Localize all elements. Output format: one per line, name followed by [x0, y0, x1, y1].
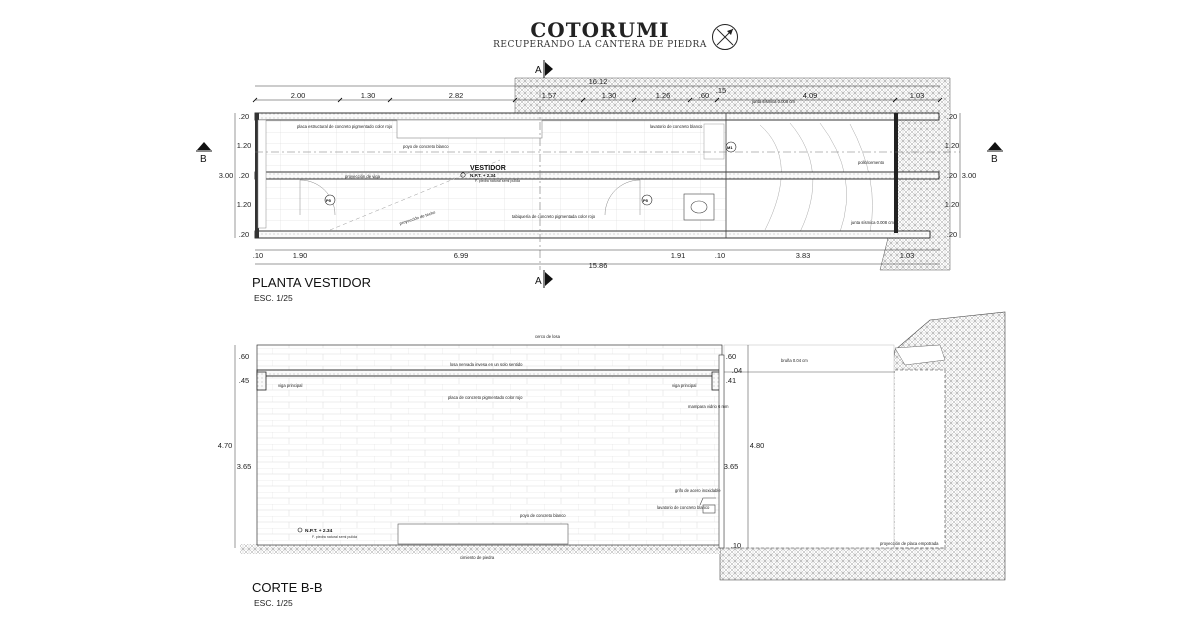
dim-bottom-4: .10	[715, 251, 725, 260]
section-note-1: cerco de losa	[535, 334, 561, 339]
section-note-8: grifo de acero inoxidable	[675, 488, 721, 493]
dim-left-4: .20	[239, 230, 249, 239]
plan-note-7: junta sísmica 0.008 cm	[751, 99, 795, 104]
dim-tick	[687, 97, 693, 103]
dim-tick	[580, 97, 586, 103]
sec-dim-left-2: 3.65	[237, 462, 252, 471]
door-tag-3: M1	[727, 145, 733, 150]
section-mark-b-left: B	[200, 154, 207, 165]
project-subtitle: RECUPERANDO LA CANTERA DE PIEDRA	[493, 40, 707, 50]
plan-note-6: lavatorio de concreto blanco	[650, 124, 703, 129]
door-tag-2: P5	[643, 198, 649, 203]
section-note-9: lavatorio de concreto blanco	[657, 505, 710, 510]
room-floor-note: F. piedra natural semi pulida	[475, 179, 520, 183]
dim-top-0: 2.00	[291, 91, 306, 100]
dim-right-total: 3.00	[962, 171, 977, 180]
dim-left-0: .20	[239, 112, 249, 121]
plan-note-3: proyección de viga	[345, 174, 381, 179]
plan-note-8: junta sísmica 0.008 cm	[850, 220, 894, 225]
dim-left-3: 1.20	[237, 200, 252, 209]
dim-top-5: 1.26	[656, 91, 671, 100]
dim-bottom-6: 1.03	[900, 251, 915, 260]
section-note-7: bruña 0.04 cm	[781, 358, 808, 363]
section-level: N.P.T. + 2.34	[305, 528, 333, 534]
dim-right-3: 1.20	[945, 200, 960, 209]
sec-dim-left-0: .60	[239, 352, 249, 361]
dim-top-3: 1.57	[542, 91, 557, 100]
dim-tick	[252, 97, 258, 103]
dim-right-2: .20	[947, 171, 957, 180]
dim-tick	[631, 97, 637, 103]
dim-top-1: 1.30	[361, 91, 376, 100]
dim-bottom-3: 1.91	[671, 251, 686, 260]
dim-right-4: .20	[947, 230, 957, 239]
dim-top-4: 1.30	[602, 91, 617, 100]
sec-dim-left-total: 4.70	[218, 441, 233, 450]
room-level: N.P.T. + 2.34	[470, 173, 496, 178]
dim-bottom-total: 15.86	[589, 261, 608, 270]
section-note-2: losa nervada invesa en un solo sentido	[450, 362, 523, 367]
dim-bottom-0: .10	[253, 251, 263, 260]
section-floor-note: F. piedra natural semi pulida	[312, 535, 357, 539]
dim-right-0: .20	[947, 112, 957, 121]
section-drawing: .60 .45 3.65 4.70 .60 .04.41 3.65 .10 4.80 N.P.T…	[218, 311, 1006, 581]
north-arrow-icon	[712, 24, 738, 50]
plan-note-9: pollo/cemento	[858, 160, 885, 165]
section-mark-b-right: B	[991, 154, 998, 165]
plan-note-1: placa estructural de concreto pigmentado…	[297, 124, 393, 129]
dim-top-total: 16.12	[589, 77, 608, 86]
dim-tick	[714, 97, 720, 103]
sec-dim-right-total: 4.80	[750, 441, 765, 450]
section-mark-a-top: A	[535, 65, 542, 76]
door-tag-1: P5	[326, 198, 332, 203]
section-note-3: viga principal	[278, 383, 303, 388]
dim-tick	[937, 97, 943, 103]
dim-tick	[387, 97, 393, 103]
dim-top-2: 2.82	[449, 91, 464, 100]
sec-dim-right-0: .60	[726, 352, 736, 361]
dim-top-6: .60	[699, 91, 709, 100]
dim-bottom-1: 1.90	[293, 251, 308, 260]
room-label: VESTIDOR	[470, 165, 506, 172]
dim-tick	[337, 97, 343, 103]
dim-left-total: 3.00	[219, 171, 234, 180]
dim-left-2: .20	[239, 171, 249, 180]
section-note-11: cimiento de piedra	[460, 555, 495, 560]
plan-note-2: poyo de concreto blanco	[403, 144, 449, 149]
section-note-12: proyección de placa empotrada	[880, 541, 939, 546]
dim-top-small: .15	[716, 86, 726, 95]
sec-dim-right-2: .41	[726, 376, 736, 385]
plan-note-5: tabiquería de concreto pigmentada color …	[512, 214, 596, 219]
section-scale: ESC. 1/25	[254, 598, 293, 608]
section-mark-a-bottom: A	[535, 276, 542, 287]
plan-scale: ESC. 1/25	[254, 293, 293, 303]
sec-dim-right-3: 3.65	[724, 462, 739, 471]
project-title: COTORUMI	[530, 18, 670, 42]
section-note-4: viga principal	[672, 383, 697, 388]
dim-bottom-2: 6.99	[454, 251, 469, 260]
dim-tick	[512, 97, 518, 103]
plan-title: PLANTA VESTIDOR	[252, 275, 371, 290]
floor-plan: A A B B 16.12 2.00 1.30 2.82 1.57 1.30 1.26 .60…	[196, 60, 1003, 288]
dim-left-1: 1.20	[237, 141, 252, 150]
sec-dim-left-1: .45	[239, 376, 249, 385]
sec-dim-right-1: .04	[732, 366, 742, 375]
dim-top-8: 1.03	[910, 91, 925, 100]
dim-right-1: 1.20	[945, 141, 960, 150]
section-note-5: placa de concreto pigmentado color rojo	[448, 395, 523, 400]
dim-tick	[892, 97, 898, 103]
section-note-6: mampara vidrio 6 mm	[688, 404, 729, 409]
section-title: CORTE B-B	[252, 580, 323, 595]
dim-bottom-5: 3.83	[796, 251, 811, 260]
dim-top-7: 4.09	[803, 91, 818, 100]
section-note-10: poyo de concreto blanco	[520, 513, 566, 518]
sec-dim-right-4: .10	[731, 541, 741, 550]
